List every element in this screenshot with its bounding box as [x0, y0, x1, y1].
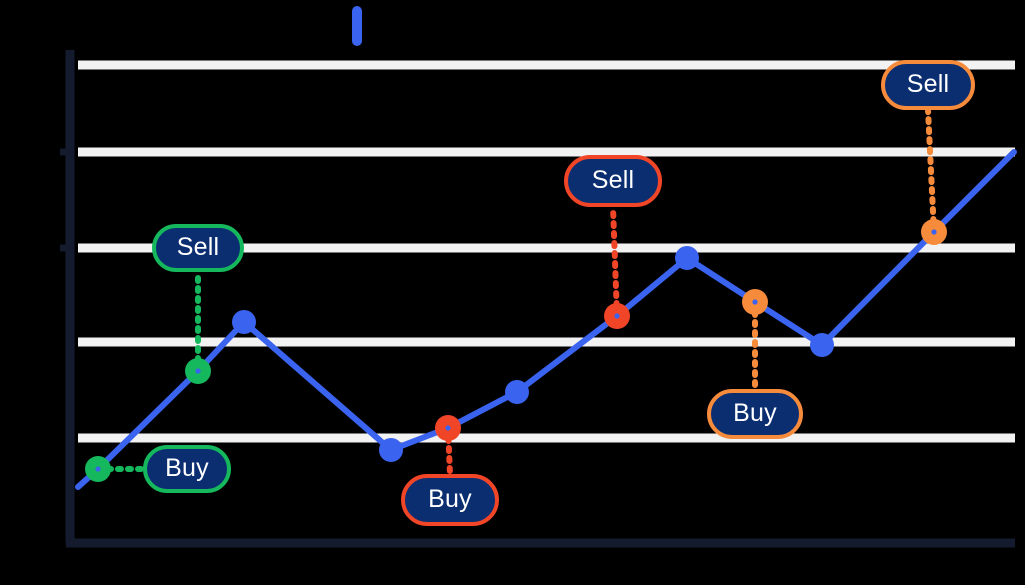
signal-marker-center-dot [195, 368, 201, 374]
annotation-pill-sell-1[interactable]: Sell [152, 224, 244, 272]
data-point-marker [675, 246, 699, 270]
connector-sell-5 [925, 107, 937, 235]
signal-marker-center-dot [614, 313, 620, 319]
signal-marker-center-dot [95, 466, 101, 472]
annotation-pill-sell-3[interactable]: Sell [564, 155, 662, 207]
data-point-marker [505, 380, 529, 404]
data-point-marker [232, 310, 256, 334]
annotation-pill-sell-5[interactable]: Sell [881, 60, 975, 110]
axes [60, 50, 1015, 548]
annotation-pill-buy-4[interactable]: Buy [707, 389, 803, 439]
annotation-pill-buy-0[interactable]: Buy [143, 445, 231, 493]
connector-sell-3 [610, 204, 620, 319]
annotation-pill-buy-2[interactable]: Buy [401, 474, 499, 526]
legend-color-swatch [352, 6, 362, 46]
data-point-marker [810, 333, 834, 357]
signal-marker-center-dot [752, 299, 758, 305]
signal-marker-center-dot [931, 229, 937, 235]
signal-marker-center-dot [445, 425, 451, 431]
annotation-connectors [105, 107, 937, 477]
data-point-markers [85, 219, 947, 482]
data-point-marker [379, 438, 403, 462]
